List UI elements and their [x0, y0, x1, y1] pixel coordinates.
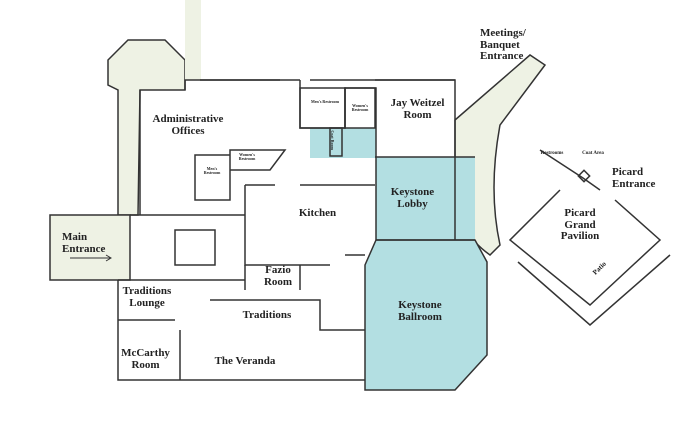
- picard-restrooms: Restrooms: [540, 151, 564, 156]
- room-fazio: Fazio Room: [263, 264, 293, 288]
- room-mens-restroom-1: Men's Restroom: [310, 99, 340, 104]
- room-womens-restroom-2: Women's Restroom: [238, 152, 256, 162]
- room-coat-room: Coat Room: [330, 130, 336, 150]
- room-jay-weitzel: Jay Weitzel Room: [390, 97, 445, 121]
- main-entrance: Main Entrance: [62, 231, 106, 255]
- room-traditions: Traditions: [242, 309, 292, 321]
- room-the-veranda: The Veranda: [214, 355, 276, 367]
- room-picard-grand-pavilion: Picard Grand Pavilion: [560, 207, 600, 243]
- meetings-banquet-entrance: Meetings/ Banquet Entrance: [480, 27, 526, 63]
- corridor-north: [185, 0, 201, 80]
- picard-coat-area: Coat Area: [582, 151, 604, 156]
- room-mccarthy: McCarthy Room: [121, 347, 170, 371]
- room-administrative-offices: Administrative Offices: [152, 113, 224, 137]
- room-kitchen: Kitchen: [298, 207, 337, 219]
- room-keystone-lobby: Keystone Lobby: [390, 186, 435, 210]
- arrow-head-icon: [105, 254, 112, 262]
- room-traditions-lounge: Traditions Lounge: [122, 285, 172, 309]
- main-entrance-area: [49, 214, 131, 281]
- room-keystone-ballroom: Keystone Ballroom: [398, 299, 442, 323]
- room-mens-restroom-2: Men's Restroom: [203, 166, 221, 176]
- keystone-ballroom-area: [365, 240, 487, 390]
- picard-entrance: Picard Entrance: [612, 166, 656, 190]
- highlight-hall: [310, 128, 376, 158]
- room-womens-restroom-1: Women's Restroom: [351, 103, 369, 113]
- keystone-lobby-area: [376, 157, 475, 240]
